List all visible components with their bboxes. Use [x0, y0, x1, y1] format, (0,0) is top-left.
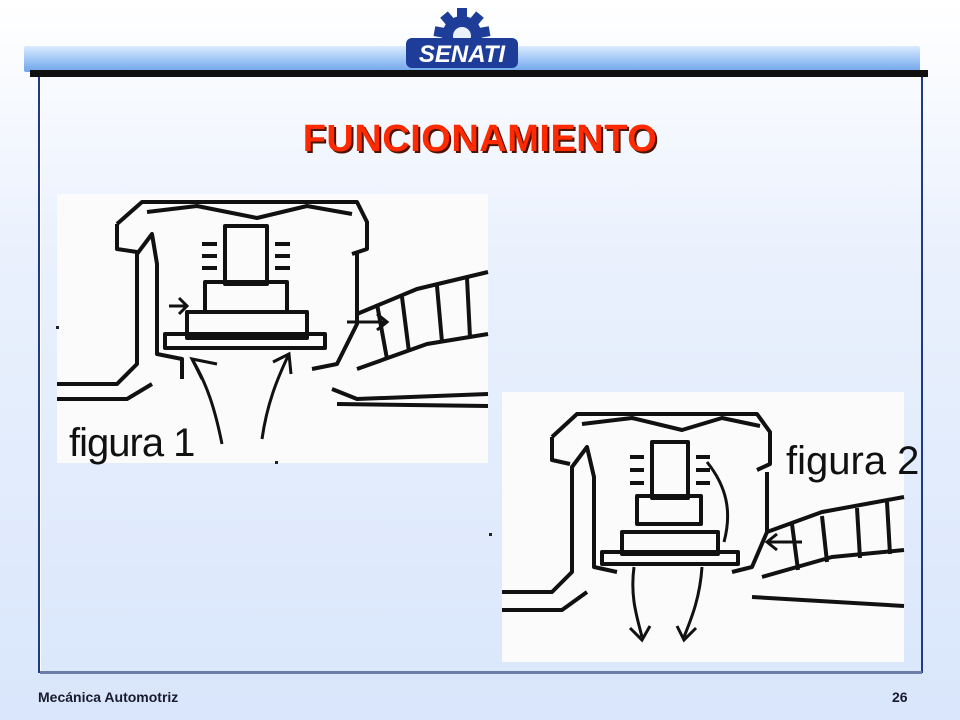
slide-frame-shadow	[40, 671, 922, 674]
gear-icon: SENATI	[406, 8, 518, 68]
senati-logo: SENATI	[400, 6, 524, 70]
scan-speck	[56, 326, 59, 329]
footer-course-name: Mecánica Automotriz	[38, 689, 179, 705]
figure-2-label: figura 2	[786, 439, 919, 483]
figure-1-label: figura 1	[69, 421, 194, 465]
scan-speck	[489, 533, 492, 536]
slide-title: FUNCIONAMIENTO	[302, 118, 658, 160]
scan-speck	[275, 461, 278, 464]
svg-text:SENATI: SENATI	[419, 41, 507, 68]
header-bar-shadow	[30, 70, 928, 77]
radiator-cap-diagram-1: figura 1	[57, 200, 489, 465]
footer-page-number: 26	[892, 689, 908, 705]
figure-1-diagram: figura 1	[57, 194, 489, 465]
radiator-cap-diagram-2: figura 2	[502, 412, 919, 643]
figure-2-diagram: figura 2	[502, 392, 919, 662]
